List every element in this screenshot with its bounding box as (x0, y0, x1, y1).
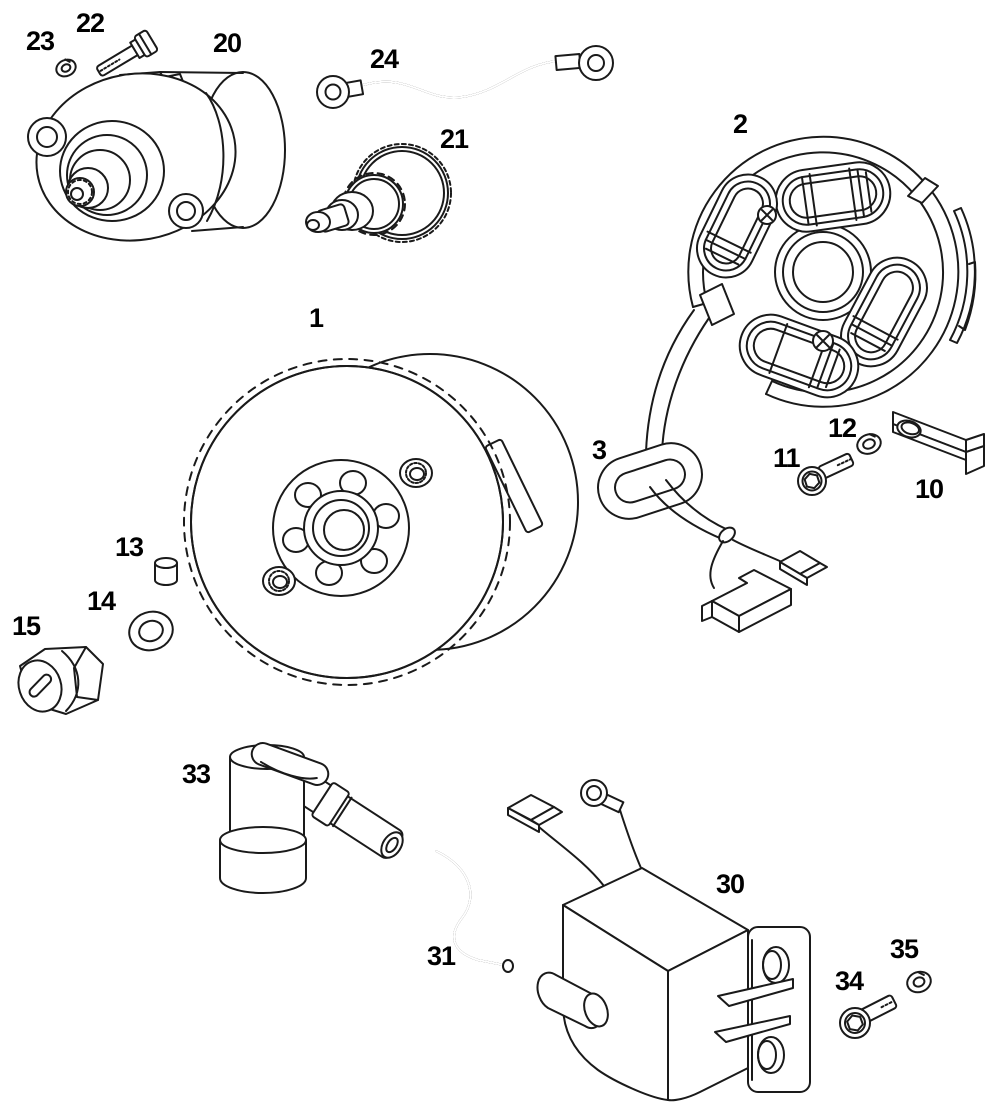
harness-block-connector (701, 569, 792, 633)
stator-screw (812, 330, 834, 352)
part-12-lock-washer (856, 433, 882, 455)
part-label-22: 22 (76, 8, 105, 38)
part-label-35: 35 (890, 934, 919, 964)
part-label-11: 11 (773, 443, 801, 473)
coil-ring-terminal (580, 779, 625, 814)
stator-outer-ring (687, 135, 977, 408)
part-31-hose (435, 850, 514, 973)
part-35-lock-washer (906, 970, 932, 994)
part-20-starter-motor (27, 71, 286, 242)
part-label-33: 33 (182, 759, 211, 789)
stator-coil-top (774, 161, 892, 233)
part-label-20: 20 (213, 28, 242, 58)
flywheel-face-hole (262, 566, 296, 596)
part-label-1: 1 (309, 303, 324, 333)
stator-coil-right (840, 256, 928, 368)
part-label-24: 24 (370, 44, 399, 74)
part-label-12: 12 (828, 413, 857, 443)
part-2-stator-assembly (687, 135, 977, 408)
flywheel-hub (272, 459, 410, 597)
harness-spade-connector (779, 550, 828, 586)
part-label-3: 3 (592, 435, 607, 465)
part-33-spark-plug-cap (219, 742, 404, 894)
part-13-dowel-pin (154, 557, 178, 586)
part-label-23: 23 (26, 26, 55, 56)
part-label-30: 30 (716, 869, 745, 899)
part-3-wiring-grommet (597, 309, 828, 633)
part-label-15: 15 (12, 611, 41, 641)
coil-body (536, 867, 811, 1102)
flywheel-face-hole (399, 458, 433, 488)
part-label-21: 21 (440, 124, 469, 154)
stator-coil-left (696, 173, 778, 279)
part-30-ignition-coil (507, 779, 811, 1102)
part-11-socket-bolt (797, 452, 855, 496)
part-label-2: 2 (733, 109, 748, 139)
part-label-13: 13 (115, 532, 144, 562)
part-1-flywheel (183, 353, 579, 686)
part-label-14: 14 (87, 586, 116, 616)
part-21-starter-drive-gear (305, 143, 452, 243)
part-10-clamp-bracket (892, 411, 985, 475)
part-label-10: 10 (915, 474, 944, 504)
part-22-flange-bolt (96, 29, 159, 77)
coil-spade-terminal (507, 794, 563, 833)
part-14-washer (128, 610, 174, 652)
part-label-34: 34 (835, 966, 864, 996)
part-label-31: 31 (427, 941, 456, 971)
part-34-socket-bolt (839, 994, 898, 1039)
part-24-ground-cable (316, 45, 614, 109)
part-15-slotted-nut (17, 646, 104, 715)
stator-screw (757, 205, 777, 225)
part-23-lock-washer (55, 58, 77, 78)
